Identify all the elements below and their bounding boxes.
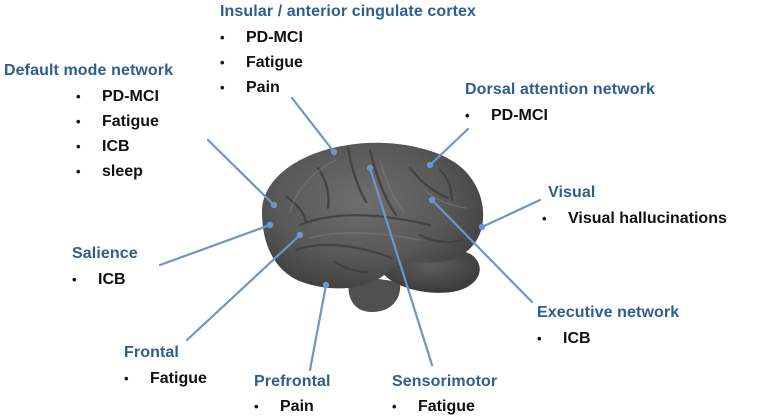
dorsal-attention-connector [428,127,470,167]
bullet-glyph: • [542,211,547,226]
bullet-glyph: • [76,164,81,179]
executive-item: •ICB [537,326,679,351]
default-mode-endpoint [270,201,278,209]
bullet-glyph: • [392,399,397,414]
dorsal-attention-item: •PD-MCI [465,103,655,128]
bullet-glyph: • [220,80,225,95]
insular-item: •PD-MCI [220,25,476,50]
default-mode-items: •PD-MCI •Fatigue •ICB •sleep [4,84,173,184]
bullet-glyph: • [76,114,81,129]
dorsal-attention-endpoint [426,161,434,169]
sensorimotor-endpoint [366,164,374,172]
bullet-glyph: • [465,108,470,123]
insular-label-block: Insular / anterior cingulate cortex •PD-… [220,2,476,100]
executive-label-block: Executive network •ICB [537,303,679,351]
bullet-glyph: • [254,399,259,414]
default-mode-item: •ICB [76,134,173,159]
dorsal-attention-label-block: Dorsal attention network •PD-MCI [465,80,655,128]
default-mode-label-block: Default mode network •PD-MCI •Fatigue •I… [4,61,173,184]
prefrontal-connector [308,283,328,372]
sensorimotor-title: Sensorimotor [392,373,498,390]
brain-image [262,142,484,312]
bullet-glyph: • [76,89,81,104]
executive-endpoint [428,196,436,204]
prefrontal-endpoint [322,281,330,289]
executive-title: Executive network [537,304,680,321]
frontal-item: •Fatigue [124,366,207,391]
frontal-endpoint [296,231,304,239]
brain-gyri-highlights [289,159,467,241]
connector-lines [158,96,542,372]
default-mode-item: •Fatigue [76,109,173,134]
connector-endpoints [266,148,486,289]
frontal-label-block: Frontal •Fatigue [124,343,207,391]
brain-sulci [284,146,464,274]
salience-connector [158,223,272,267]
prefrontal-title: Prefrontal [254,373,331,390]
bullet-glyph: • [537,331,542,346]
bullet-glyph: • [76,139,81,154]
bullet-glyph: • [220,30,225,45]
prefrontal-item: •Pain [254,394,331,419]
default-mode-item: •sleep [76,159,173,184]
insular-connector [290,96,336,154]
default-mode-connector [206,138,276,207]
sensorimotor-item: •Fatigue [392,394,497,419]
prefrontal-label-block: Prefrontal •Pain [254,372,331,419]
insular-item: •Fatigue [220,50,476,75]
visual-item: •Visual hallucinations [542,206,727,231]
insular-endpoint [330,148,338,156]
sensorimotor-label-block: Sensorimotor •Fatigue [392,372,497,419]
visual-endpoint [478,223,486,231]
executive-connector [430,198,534,304]
salience-label-block: Salience •ICB [72,244,138,292]
insular-title: Insular / anterior cingulate cortex [220,3,477,20]
visual-title: Visual [548,184,596,201]
default-mode-item: •PD-MCI [76,84,173,109]
frontal-title: Frontal [124,344,179,361]
salience-endpoint [266,221,274,229]
salience-item: •ICB [72,267,138,292]
dorsal-attention-title: Dorsal attention network [465,81,655,98]
bullet-glyph: • [220,55,225,70]
frontal-connector [185,233,302,342]
default-mode-title: Default mode network [4,62,174,79]
bullet-glyph: • [72,272,77,287]
bullet-glyph: • [124,371,129,386]
insular-item: •Pain [220,75,476,100]
salience-title: Salience [72,245,138,262]
sensorimotor-connector [368,166,434,367]
visual-label-block: Visual •Visual hallucinations [542,183,727,231]
visual-connector [480,198,542,229]
